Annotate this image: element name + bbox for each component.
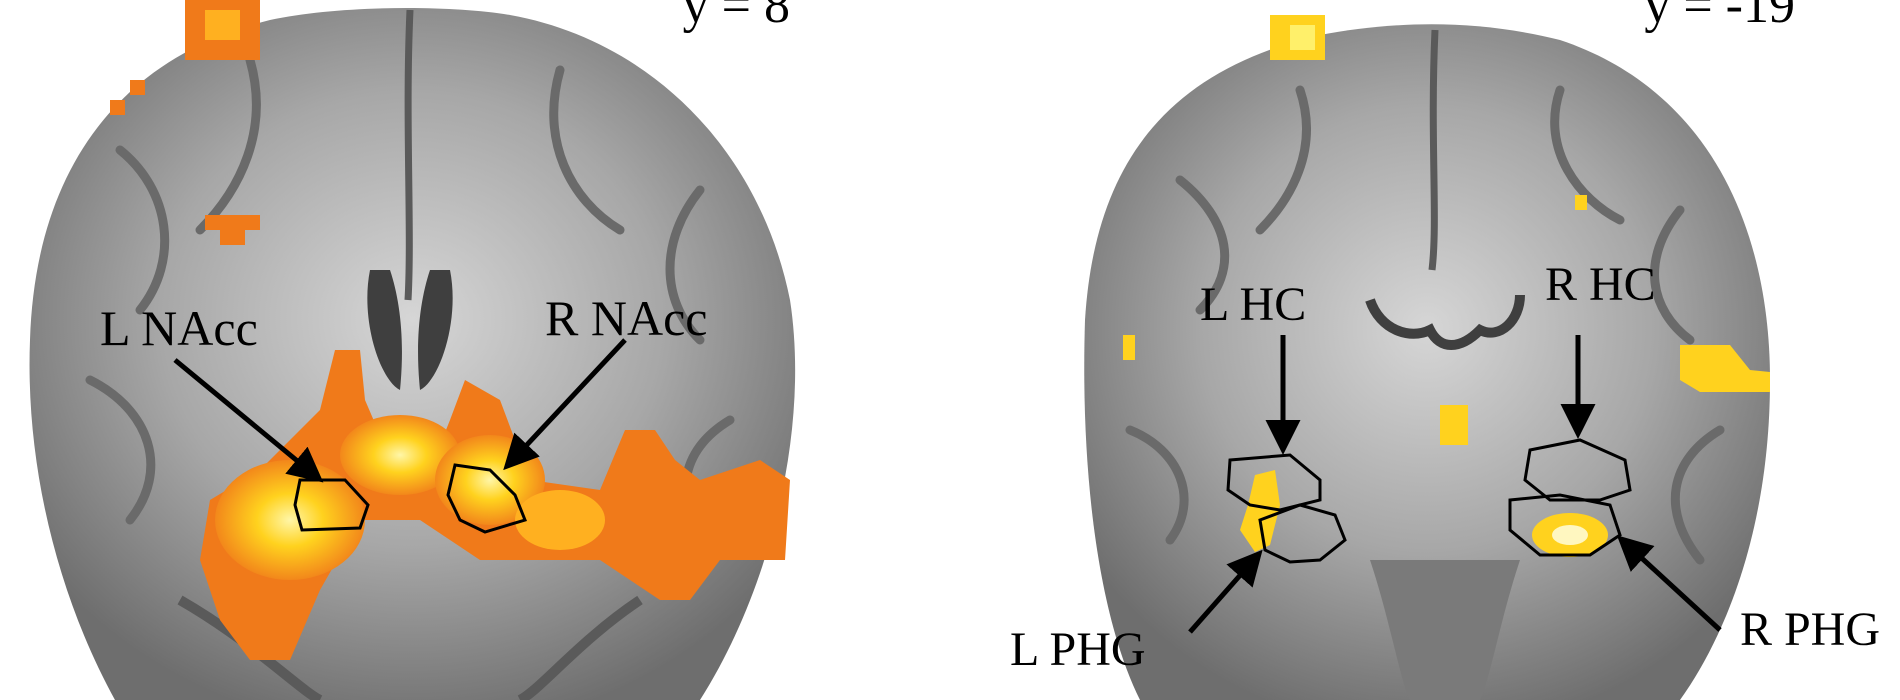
brain-slice-right [1084,24,1770,700]
region-label-l-phg: L PHG [1010,623,1146,676]
activation-map-left [110,0,790,660]
arrow-r-nacc [503,338,627,471]
arrow-l-nacc [173,358,324,483]
arrow-l-phg [1188,549,1263,634]
roi-outline-r-hc [1523,438,1632,502]
arrow-r-phg [1616,535,1722,632]
roi-outline-r-phg [1508,493,1622,557]
region-label-r-nacc: R NAcc [545,290,707,346]
region-label-r-phg: R PHG [1740,603,1880,656]
region-label-l-hc: L HC [1200,278,1306,331]
activation-map-right [1123,15,1770,564]
slice-label-left: y = 8 [683,0,790,34]
right-panel: y = -19 L HC R HC L PHG R PHG [1010,0,1880,700]
slice-label-right: y = -19 [1644,0,1795,34]
roi-outline-l-nacc [293,478,370,532]
region-label-l-nacc: L NAcc [100,300,258,356]
roi-outline-l-phg [1258,503,1347,564]
left-panel: y = 8 L NAcc R NAcc [29,0,796,700]
roi-outline-r-nacc [446,463,528,534]
region-label-r-hc: R HC [1545,258,1656,311]
